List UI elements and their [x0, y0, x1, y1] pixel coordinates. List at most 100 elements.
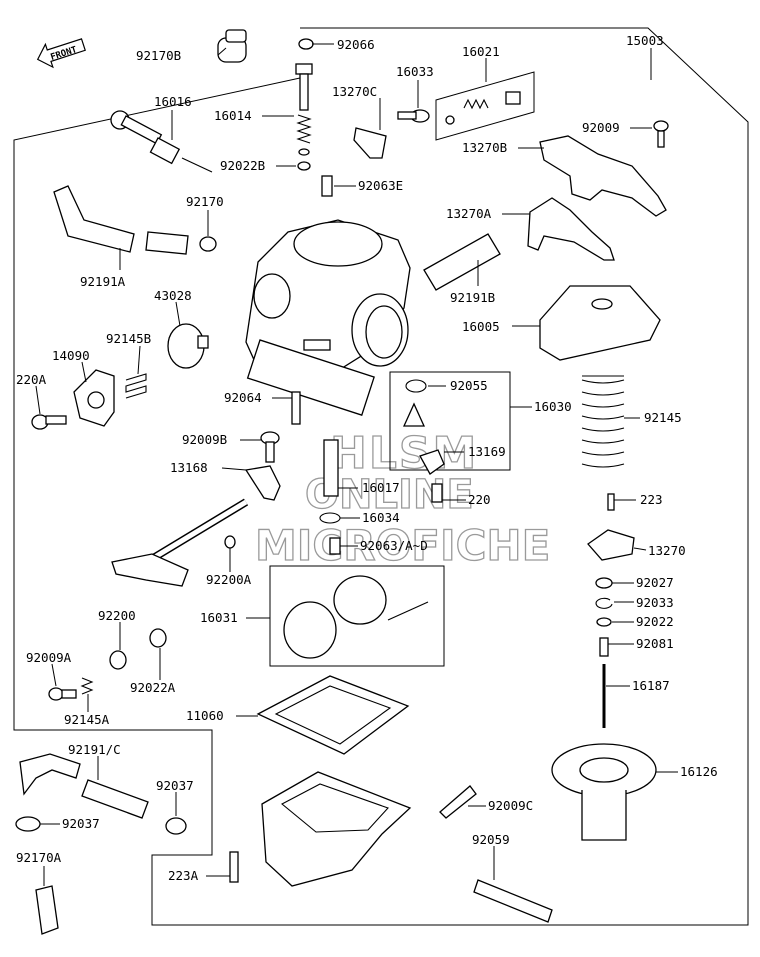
label-92059: 92059: [472, 832, 510, 847]
label-92066: 92066: [337, 37, 375, 52]
label-92200A: 92200A: [206, 572, 252, 587]
part-92081-spring: [599, 637, 609, 657]
label-92191C: 92191/C: [68, 742, 121, 757]
label-92022A: 92022A: [130, 680, 176, 695]
label-16033: 16033: [396, 64, 434, 79]
part-16016-cable: [110, 110, 213, 173]
part-13270C-plate: [353, 127, 387, 159]
label-92063E: 92063E: [358, 178, 403, 193]
part-13270-plate: [587, 529, 635, 561]
part-92145A-spring: [80, 677, 94, 695]
part-92033-clip: [595, 597, 613, 609]
label-92009B: 92009B: [182, 432, 227, 447]
part-16021-kit: [435, 71, 535, 141]
label-16021: 16021: [462, 44, 500, 59]
label-16005: 16005: [462, 319, 500, 334]
label-16030: 16030: [534, 399, 572, 414]
front-arrow-icon: FRONT: [36, 38, 86, 69]
label-92145: 92145: [644, 410, 682, 425]
part-92037b-clip: [15, 816, 41, 832]
part-13168-plate: [244, 465, 281, 501]
part-92037a-clip: [165, 817, 187, 835]
label-92027: 92027: [636, 575, 674, 590]
label-13270: 13270: [648, 543, 686, 558]
label-16031: 16031: [200, 610, 238, 625]
part-16014-needle: [295, 63, 313, 156]
label-92145A: 92145A: [64, 712, 110, 727]
leader-lines: [35, 43, 678, 886]
part-carburetor-body: [245, 219, 411, 416]
label-220A: 220A: [16, 372, 47, 387]
part-43028-diaphragm: [167, 323, 209, 369]
part-92009A-screw: [48, 687, 77, 701]
part-16031-box: [269, 565, 445, 667]
label-16016: 16016: [154, 94, 192, 109]
label-92009C: 92009C: [488, 798, 533, 813]
part-92170B-clip: [217, 29, 247, 63]
part-92059-pipe: [473, 879, 553, 923]
label-13168: 13168: [170, 460, 208, 475]
part-14090-cover: [73, 369, 115, 427]
part-13270A-bracket: [527, 197, 615, 261]
part-223A-screw: [229, 851, 239, 883]
part-13270B-bracket: [539, 135, 667, 217]
assembly-outline: [13, 27, 749, 926]
part-223-screw: [607, 493, 615, 511]
part-float-bowl: [261, 771, 412, 887]
label-92170: 92170: [186, 194, 224, 209]
part-16030-box: [389, 371, 511, 471]
part-92191A-hose: [53, 185, 189, 255]
part-92200-washer: [109, 650, 127, 670]
label-16017: 16017: [362, 480, 400, 495]
part-92064-screw: [291, 391, 301, 425]
part-92063E-screw: [321, 175, 333, 197]
part-choke-lever: [111, 498, 249, 587]
part-92022-washer: [596, 617, 612, 627]
label-92145B: 92145B: [106, 331, 151, 346]
label-13270C: 13270C: [332, 84, 377, 99]
part-92170-clip: [199, 236, 217, 252]
label-92200: 92200: [98, 608, 136, 623]
label-220: 220: [468, 492, 491, 507]
part-92170A-clip: [35, 885, 59, 935]
label-92081: 92081: [636, 636, 674, 651]
part-16005-cover: [539, 285, 661, 361]
label-92055: 92055: [450, 378, 488, 393]
label-92037a: 92037: [156, 778, 194, 793]
part-16017-jet: [323, 439, 339, 497]
part-92191B-hose: [423, 233, 501, 291]
part-92022B-washer: [297, 161, 311, 171]
part-92009C-screw: [439, 785, 477, 819]
label-92009: 92009: [582, 120, 620, 135]
part-92055-oring: [405, 379, 427, 393]
part-92027-washer: [595, 577, 613, 589]
part-11060-gasket: [256, 675, 410, 755]
part-92200A-washer: [224, 535, 236, 549]
label-92191A: 92191A: [80, 274, 126, 289]
label-16126: 16126: [680, 764, 718, 779]
part-92009B-screw: [260, 431, 280, 463]
part-16030-float-valve: [402, 402, 426, 427]
label-92063AD: 92063/A~D: [360, 538, 428, 553]
label-92170B: 92170B: [136, 48, 181, 63]
part-220-screw: [431, 483, 443, 503]
label-92022B: 92022B: [220, 158, 265, 173]
label-92037b: 92037: [62, 816, 100, 831]
label-223: 223: [640, 492, 663, 507]
label-92009A: 92009A: [26, 650, 72, 665]
label-223A: 223A: [168, 868, 199, 883]
part-92022A-collar: [149, 628, 167, 648]
part-92063AD-screw: [329, 537, 341, 555]
label-16187: 16187: [632, 678, 670, 693]
label-92064: 92064: [224, 390, 262, 405]
part-92145B-spring: [125, 373, 147, 399]
part-16031-shaft: [283, 575, 429, 659]
label-16034: 16034: [362, 510, 400, 525]
label-92191B: 92191B: [450, 290, 495, 305]
part-92009-screw: [653, 120, 669, 148]
part-92145-spring: [581, 375, 625, 468]
label-92033: 92033: [636, 595, 674, 610]
part-220A-screw: [31, 414, 67, 430]
